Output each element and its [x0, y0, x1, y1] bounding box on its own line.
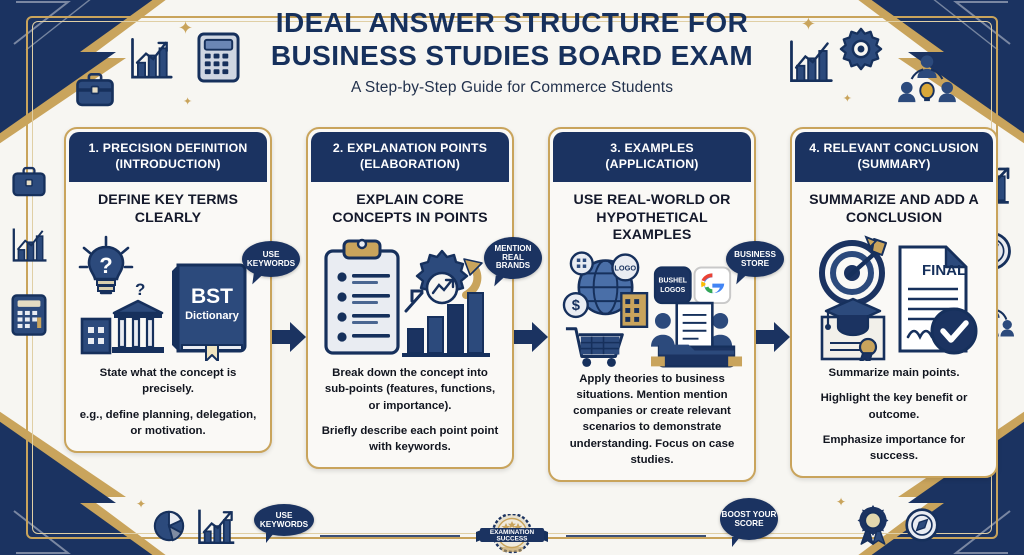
step-card-2-header-line2: (ELABORATION) — [359, 156, 461, 171]
target-arrow-icon — [819, 235, 887, 307]
page-title-line1: IDEAL ANSWER STRUCTURE FOR — [275, 7, 749, 38]
bar-chart-growth-icon — [12, 228, 47, 262]
sparkle-icon: ✦ — [800, 14, 816, 34]
step-card-4-header-line1: 4. RELEVANT CONCLUSION — [809, 141, 979, 155]
sparkle-icon: ✦ — [835, 495, 846, 509]
briefcase-icon — [12, 166, 46, 197]
sparkle-icon: ✦ — [842, 93, 852, 105]
step-card-1[interactable]: 1. PRECISION DEFINITION (INTRODUCTION) D… — [64, 127, 300, 453]
sparkle-icon: ✦ — [183, 96, 193, 108]
page-subtitle: A Step-by-Step Guide for Commerce Studen… — [350, 79, 674, 97]
step-card-1-header-line1: 1. PRECISION DEFINITION — [88, 141, 248, 155]
svg-text:$: $ — [572, 298, 581, 314]
step-card-4-desc-line-0: Summarize main points. — [828, 367, 960, 380]
step-card-3-header: 3. EXAMPLES (APPLICATION) — [553, 132, 751, 182]
seal-rule-right — [566, 535, 706, 537]
book-title: BST — [191, 285, 233, 308]
step-card-1-illustration: ? ? — [76, 231, 260, 363]
bar-chart-growth-icon — [790, 40, 833, 82]
step-card-4[interactable]: 4. RELEVANT CONCLUSION (SUMMARY) SUMMARI… — [790, 127, 998, 479]
step-card-4-heading: SUMMARIZE AND ADD A CONCLUSION — [809, 191, 979, 226]
bubble-mention-real-brands: MENTION REAL BRANDS — [484, 237, 542, 279]
book-subtitle: Dictionary — [185, 310, 240, 322]
team-document-icon — [651, 301, 743, 368]
step-card-3-heading: USE REAL-WORLD OR HYPOTHETICAL EXAMPLES — [573, 191, 731, 244]
step-card-2-description: Break down the concept into sub-points (… — [318, 365, 502, 455]
step-card-4-header: 4. RELEVANT CONCLUSION (SUMMARY) — [795, 132, 993, 182]
calculator-icon — [11, 294, 47, 336]
award-ribbon-icon — [857, 505, 889, 545]
svg-text:LOGOS: LOGOS — [660, 287, 685, 294]
step-card-2-desc-line-1: Briefly describe each point point with k… — [321, 424, 499, 453]
step-card-1-heading: DEFINE KEY TERMS CLEARLY — [97, 191, 239, 226]
compass-icon — [905, 508, 939, 542]
step-card-2[interactable]: 2. EXPLANATION POINTS (ELABORATION) EXPL… — [306, 127, 542, 470]
seal-line2: SUCCESS — [497, 536, 529, 543]
step-card-2-body: EXPLAIN CORE CONCEPTS IN POINTS — [308, 182, 512, 467]
step-card-1-header: 1. PRECISION DEFINITION (INTRODUCTION) — [69, 132, 267, 182]
page-title-line2: BUSINESS STUDIES BOARD EXAM — [270, 40, 754, 72]
final-document-icon: FINAL — [898, 245, 978, 355]
step-card-3-desc-line-0: Apply theories to business situations. M… — [569, 372, 735, 466]
lightbulb-icon: ? — [78, 235, 134, 295]
step-card-2-illustration — [318, 231, 502, 363]
shopping-cart-icon — [565, 327, 624, 367]
gear-analytics-icon — [415, 249, 469, 305]
bubble-boost-your-score: BOOST YOUR SCORE — [720, 498, 778, 547]
svg-text:?: ? — [99, 253, 112, 278]
header: IDEAL ANSWER STRUCTURE FOR BUSINESS STUD… — [0, 6, 1024, 97]
step-card-4-description: Summarize main points. Highlight the key… — [802, 365, 986, 464]
office-building-icon — [80, 317, 112, 355]
brand-logo-tiles: BUSHEL LOGOS — [653, 266, 732, 304]
step-card-4-desc-line-1: Highlight the key benefit or outcome. — [820, 392, 968, 421]
dictionary-book-icon: BST Dictionary — [172, 263, 247, 362]
step-card-4-illustration: FINAL — [802, 231, 986, 363]
step-card-3-description: Apply theories to business situations. M… — [560, 371, 744, 468]
store-building-icon — [620, 291, 649, 328]
step-card-4-header-line2: (SUMMARY) — [857, 156, 931, 171]
certificate-graduation-icon — [820, 297, 886, 362]
step-card-1-header-line2: (INTRODUCTION) — [115, 156, 221, 171]
step-card-2-desc-line-0: Break down the concept into sub-points (… — [324, 367, 496, 412]
step-card-2-header: 2. EXPLANATION POINTS (ELABORATION) — [311, 132, 509, 182]
clipboard-checklist-icon — [324, 238, 400, 355]
bank-icon — [112, 299, 164, 354]
examination-success-seal: EXAMINATION SUCCESS — [476, 514, 548, 554]
growth-bars-icon — [402, 289, 490, 358]
step-card-2-header-line1: 2. EXPLANATION POINTS — [332, 141, 488, 155]
svg-text:?: ? — [135, 280, 145, 299]
step-card-2-heading: EXPLAIN CORE CONCEPTS IN POINTS — [332, 191, 488, 226]
arrow-3-to-4 — [756, 127, 790, 547]
logo-tag: LOGO — [614, 263, 636, 272]
step-card-1-description: State what the concept is precisely. e.g… — [76, 365, 260, 439]
document-title: FINAL — [922, 262, 966, 279]
step-card-1-body: DEFINE KEY TERMS CLEARLY ? ? — [66, 182, 270, 451]
steps-container: 1. PRECISION DEFINITION (INTRODUCTION) D… — [64, 127, 998, 547]
step-card-3-body: USE REAL-WORLD OR HYPOTHETICAL EXAMPLES … — [550, 182, 754, 480]
svg-text:BUSHEL: BUSHEL — [659, 277, 687, 284]
arrow-2-to-3 — [514, 127, 548, 547]
bubble-business-store: BUSINESS STORE — [726, 241, 784, 277]
sparkle-icon: ✦ — [178, 18, 194, 38]
seal-rule-left — [320, 535, 460, 537]
step-card-3[interactable]: 3. EXAMPLES (APPLICATION) USE REAL-WORLD… — [548, 127, 784, 482]
step-card-1-desc-line-1: e.g., define planning, delegation, or mo… — [79, 408, 257, 437]
bar-chart-growth-icon — [198, 509, 235, 544]
step-card-4-body: SUMMARIZE AND ADD A CONCLUSION — [792, 182, 996, 476]
step-card-4-desc-line-2: Emphasize importance for success. — [822, 433, 966, 462]
step-card-3-header-line1: 3. EXAMPLES — [610, 141, 694, 155]
step-card-1-desc-line-0: State what the concept is precisely. — [99, 367, 237, 396]
bubble-use-keywords: USE KEYWORDS — [242, 241, 300, 277]
pie-chart-icon — [153, 510, 185, 542]
step-card-3-illustration: LOGO $ — [560, 249, 744, 369]
calculator-icon — [197, 32, 240, 83]
arrow-1-to-2 — [272, 127, 306, 547]
bubble-use-keywords-bottom: USE KEYWORDS — [254, 504, 314, 543]
left-icon-rail — [10, 165, 48, 337]
step-card-3-header-line2: (APPLICATION) — [605, 156, 699, 171]
seal-line1: EXAMINATION — [490, 529, 535, 536]
